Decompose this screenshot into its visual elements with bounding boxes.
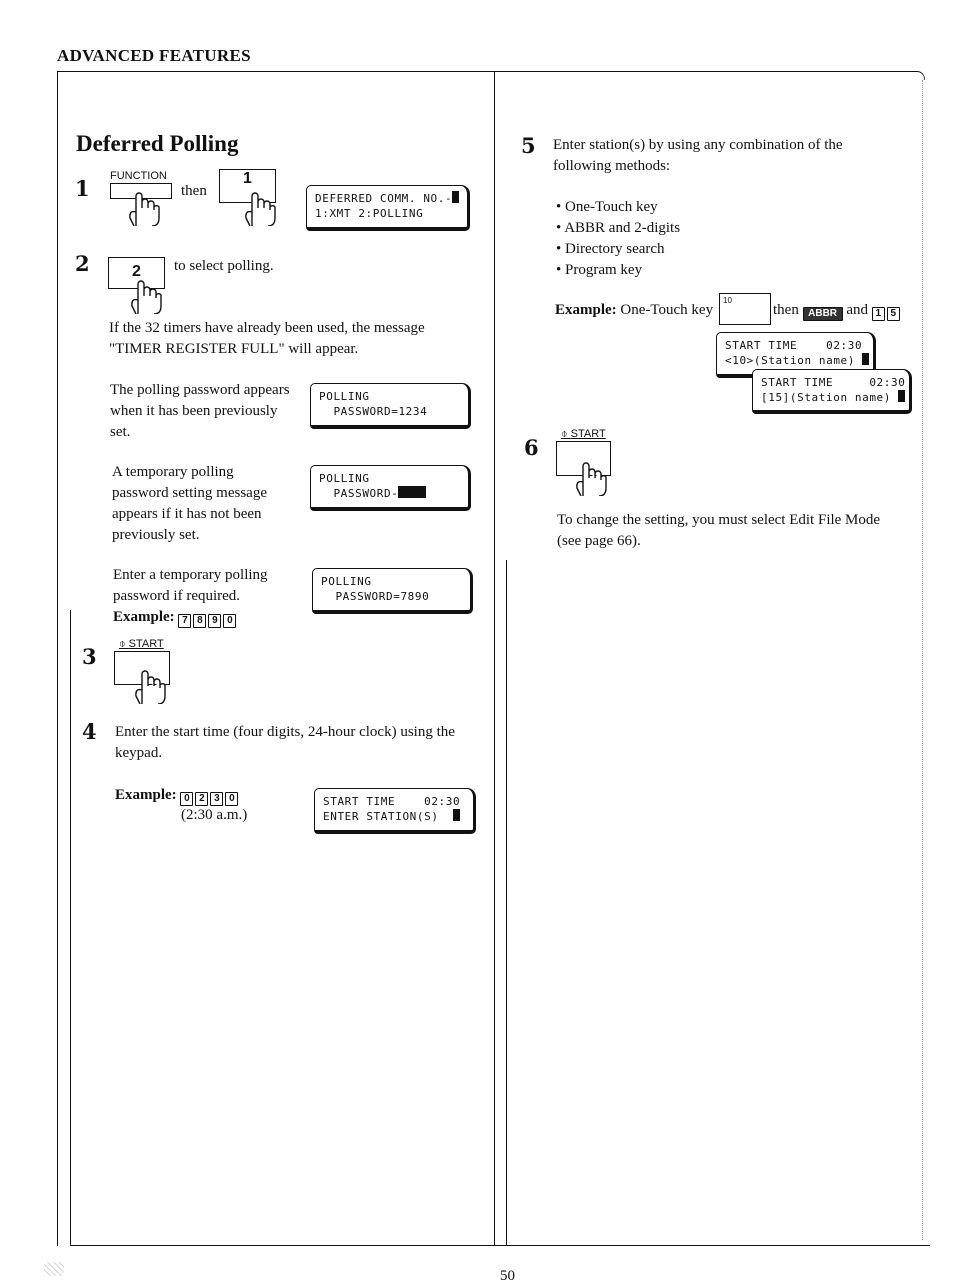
digit-key-2: 2 [195,792,209,806]
digit-key-0: 0 [223,614,237,628]
timer-full-note: If the 32 timers have already been used,… [109,320,425,357]
step-4-text: Enter the start time (four digits, 24-ho… [115,724,455,761]
lcd-line: DEFERRED COMM. NO.- [315,192,453,205]
list-item: Directory search [556,239,680,260]
time-example-note: (2:30 a.m.) [181,807,248,823]
start-key[interactable] [114,651,170,685]
digit-key-0: 0 [225,792,239,806]
station-example-keys: then ABBR and 1 5 [773,300,900,321]
digit-key-9: 9 [208,614,222,628]
example-label: Example: [555,302,617,318]
digit-key-5: 5 [886,307,900,321]
lcd-deferred-comm: DEFERRED COMM. NO.- 1:XMT 2:POLLING [306,185,470,231]
press-hand-icon [245,192,276,226]
scan-noise [44,1262,64,1276]
key-1-label: 1 [243,170,252,187]
key-2-label: 2 [132,263,141,280]
and-label: and [846,302,868,318]
step-5-text: Enter station(s) by using any combinatio… [553,137,843,174]
step-3-number: 3 [82,644,97,669]
methods-list: One-Touch key ABBR and 2-digits Director… [556,197,680,281]
lcd-line: <10>(Station name) [725,354,863,367]
press-hand-icon [576,462,607,496]
key-2[interactable]: 2 [108,257,165,289]
lcd-line: PASSWORD- [319,487,399,500]
list-item: Program key [556,260,680,281]
digit-key-7: 7 [178,614,192,628]
step-2-number: 2 [75,251,90,276]
lcd-cursor [862,353,870,365]
bottom-rule [70,1245,930,1246]
lcd-line: START TIME 02:30 [761,376,906,389]
lcd-line: POLLING [319,390,370,403]
page-number: 50 [500,1268,515,1284]
step-2-text: to select polling. [174,258,274,274]
lcd-line: PASSWORD=1234 [319,405,428,418]
step-1-number: 1 [75,176,90,201]
key-1[interactable]: 1 [219,169,276,203]
lcd-line: POLLING [319,472,370,485]
lcd-line: PASSWORD=7890 [321,590,430,603]
temp-password-text: A temporary polling password setting mes… [112,464,267,543]
lcd-start-time: START TIME 02:30 ENTER STATION(S) [314,788,476,834]
press-hand-icon [131,280,162,314]
then-label: then [181,183,207,199]
abbr-key: ABBR [802,307,843,321]
lcd-cursor [453,809,461,821]
list-item: One-Touch key [556,197,680,218]
step-5-number: 5 [521,133,536,158]
top-rule [57,71,917,72]
right-frame-line [922,80,923,1240]
example-label: Example: [113,609,175,625]
left-frame-line [57,72,58,1246]
left-inner-line [70,610,71,1246]
lcd-line: ENTER STATION(S) [323,810,454,823]
start-key-label: ⌽ START [119,638,164,650]
one-touch-key-10[interactable]: 10 [719,293,771,325]
start-label-text: START [570,428,606,440]
digit-key-0: 0 [180,792,194,806]
lcd-cursor [898,390,906,402]
station-example-label: Example: One-Touch key [555,300,713,321]
lcd-cursor [398,486,427,498]
press-hand-icon [135,670,166,704]
lcd-cursor [452,191,460,203]
start-key-label: ⌽ START [561,428,606,440]
column-divider [494,72,495,1246]
password-example: Example: 7 8 9 0 [113,607,237,628]
lcd-line: START TIME 02:30 [725,339,863,352]
section-header: ADVANCED FEATURES [57,46,251,65]
time-example: Example: 0 2 3 0 [115,785,239,806]
lcd-line: POLLING [321,575,372,588]
example-onetouch-text: One-Touch key [620,302,714,318]
enter-password-text: Enter a temporary polling password if re… [113,567,268,604]
page-title: Deferred Polling [76,131,239,156]
digit-key-3: 3 [210,792,224,806]
lcd-line: START TIME 02:30 [323,795,461,808]
example-label: Example: [115,787,177,803]
step-4-number: 4 [82,719,97,744]
lcd-line: 1:XMT 2:POLLING [315,207,424,220]
step-6-number: 6 [524,435,539,460]
list-item: ABBR and 2-digits [556,218,680,239]
lcd-password-set: POLLING PASSWORD=1234 [310,383,471,429]
lcd-password-temp: POLLING PASSWORD- [310,465,471,511]
then-label: then [773,302,799,318]
start-label-text: START [128,638,164,650]
password-set-text: The polling password appears when it has… [110,382,290,440]
digit-key-8: 8 [193,614,207,628]
step-6-text: To change the setting, you must select E… [557,512,881,549]
column-divider-inner [506,560,507,1246]
function-key-label: FUNCTION [110,170,167,182]
lcd-password-entered: POLLING PASSWORD=7890 [312,568,473,614]
top-rule-corner [914,71,925,80]
digit-key-1: 1 [871,307,885,321]
press-hand-icon [129,192,160,226]
one-touch-key-number: 10 [723,296,732,305]
lcd-station-15: START TIME 02:30 [15](Station name) [752,369,912,414]
lcd-line: [15](Station name) [761,391,899,404]
